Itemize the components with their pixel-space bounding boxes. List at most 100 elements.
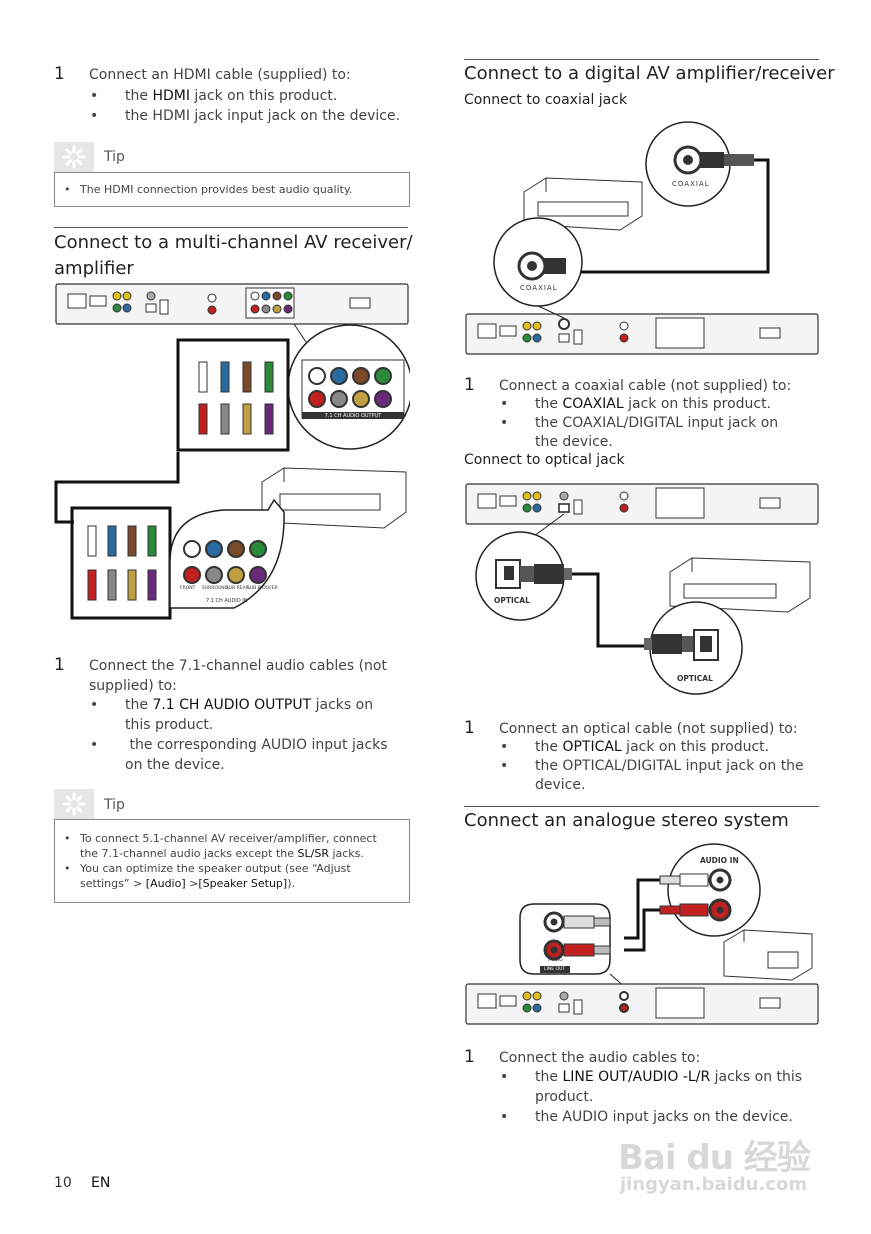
bullet-text: the COAXIAL/DIGITAL input jack on bbox=[535, 415, 779, 431]
coaxial-connection-diagram: COAXIAL COAXIAL bbox=[464, 112, 820, 362]
audio-in-label: AUDIO IN bbox=[700, 856, 739, 865]
bullet-dot: • bbox=[500, 396, 509, 412]
step-number: 1 bbox=[464, 375, 475, 395]
section-rule bbox=[464, 806, 819, 807]
section-rule bbox=[464, 59, 819, 60]
bold-term: LINE OUT/AUDIO -L/R bbox=[562, 1069, 711, 1085]
panel-label: 7.1 CH AUDIO OUTPUT bbox=[324, 413, 382, 419]
tip-bullet: • bbox=[64, 862, 71, 875]
text-run: jacks. bbox=[328, 847, 364, 860]
bullet-item: • the COAXIAL/DIGITAL input jack on bbox=[500, 413, 820, 433]
bullet-dot: • bbox=[500, 1069, 509, 1085]
jack-label: SUB WOOFER bbox=[247, 586, 278, 591]
optical-label: OPTICAL bbox=[677, 674, 713, 683]
section-heading: Connect an analogue stereo system bbox=[464, 810, 789, 831]
text-run: jacks on this bbox=[710, 1069, 803, 1085]
bullet-item: • the HDMI jack on this product. bbox=[90, 86, 410, 106]
receiver-label: 7.1 CH AUDIO IN bbox=[206, 598, 248, 604]
jack-label: SUB REAR bbox=[226, 586, 249, 591]
bullet-item: • the AUDIO input jacks on the device. bbox=[500, 1107, 820, 1127]
section-rule bbox=[54, 227, 408, 228]
bullet-item: • the LINE OUT/AUDIO -L/R jacks on this bbox=[500, 1067, 820, 1087]
step-text: Connect an optical cable (not supplied) … bbox=[499, 721, 798, 737]
section-heading-cont: amplifier bbox=[54, 258, 134, 279]
subheading: Connect to coaxial jack bbox=[464, 92, 628, 108]
optical-connection-diagram: OPTICAL OPTICAL bbox=[464, 480, 820, 702]
bullet-item: • the HDMI jack input jack on the device… bbox=[90, 106, 410, 126]
bullet-text: the HDMI jack on this product. bbox=[125, 86, 337, 106]
step-text: Connect the audio cables to: bbox=[499, 1050, 701, 1066]
step-number: 1 bbox=[54, 64, 65, 84]
tip-box bbox=[54, 172, 410, 207]
text-run: the 7.1-channel audio jacks except the bbox=[80, 847, 298, 860]
bullet-text: the AUDIO input jacks on the device. bbox=[535, 1109, 793, 1125]
bullet-dot: • bbox=[500, 739, 509, 755]
bullet-dot: • bbox=[90, 108, 99, 124]
text-run: the bbox=[125, 697, 153, 713]
step-text: Connect a coaxial cable (not supplied) t… bbox=[499, 378, 792, 394]
text-run: jacks on bbox=[311, 697, 374, 713]
bold-term: HDMI bbox=[152, 88, 190, 104]
bullet-text: the LINE OUT/AUDIO -L/R jacks on this bbox=[535, 1067, 802, 1087]
text-run: settings” > bbox=[80, 877, 146, 890]
text-run: jack on this product. bbox=[623, 396, 772, 412]
text-run: jack on this product. bbox=[621, 739, 770, 755]
bullet-text-cont: this product. bbox=[125, 717, 214, 733]
bullet-dot: • bbox=[90, 88, 99, 104]
bullet-item: • the COAXIAL jack on this product. bbox=[500, 394, 820, 414]
bullet-text-cont: product. bbox=[535, 1089, 594, 1105]
bullet-text: the 7.1 CH AUDIO OUTPUT jacks on bbox=[125, 695, 373, 715]
audio-label: AUDIO bbox=[548, 958, 563, 963]
bullet-text-cont: device. bbox=[535, 777, 586, 793]
text-run: ). bbox=[287, 877, 295, 890]
tip-box bbox=[54, 819, 410, 903]
bullet-text: the OPTICAL/DIGITAL input jack on the bbox=[535, 758, 804, 774]
step-number: 1 bbox=[464, 718, 475, 738]
tip-bullet: • bbox=[64, 183, 71, 196]
bullet-text: the HDMI jack input jack on the device. bbox=[125, 108, 401, 124]
jack-label: SURROUND bbox=[202, 586, 229, 591]
subheading: Connect to optical jack bbox=[464, 452, 625, 468]
bullet-dot: • bbox=[90, 697, 99, 713]
bullet-text-cont: the device. bbox=[535, 434, 613, 450]
bullet-text: the corresponding AUDIO input jacks bbox=[125, 737, 388, 753]
tip-icon-block bbox=[54, 789, 94, 819]
tip-star-icon bbox=[62, 792, 86, 816]
language-code: EN bbox=[91, 1175, 111, 1191]
tip-bullet: • bbox=[64, 832, 71, 845]
bullet-item: • the OPTICAL jack on this product. bbox=[500, 737, 820, 757]
step-text: Connect the 7.1-channel audio cables (no… bbox=[89, 658, 387, 674]
bullet-text-cont: on the device. bbox=[125, 757, 225, 773]
bold-term: OPTICAL bbox=[562, 739, 622, 755]
bullet-text: the OPTICAL jack on this product. bbox=[535, 737, 769, 757]
bullet-dot: • bbox=[90, 737, 99, 753]
bullet-dot: • bbox=[500, 758, 509, 774]
text-run: > bbox=[185, 877, 199, 890]
watermark-logo: Bai du 经验 bbox=[618, 1138, 811, 1178]
tip-icon-block bbox=[54, 142, 94, 172]
coaxial-label: COAXIAL bbox=[520, 284, 558, 292]
tip-text: To connect 5.1-channel AV receiver/ampli… bbox=[80, 832, 377, 845]
analogue-connection-diagram: AUDIO IN AUDIO LINE OUT bbox=[464, 838, 820, 1032]
bullet-item: • the corresponding AUDIO input jacks bbox=[90, 735, 410, 755]
bullet-text: the COAXIAL jack on this product. bbox=[535, 394, 771, 414]
bold-term: 7.1 CH AUDIO OUTPUT bbox=[152, 697, 312, 713]
tip-text-cont: settings” > [Audio] >[Speaker Setup]). bbox=[80, 876, 295, 891]
text-run: jack on this product. bbox=[189, 88, 338, 104]
tip-star-icon bbox=[62, 145, 86, 169]
tip-text: The HDMI connection provides best audio … bbox=[80, 183, 353, 196]
section-heading: Connect to a multi-channel AV receiver/ bbox=[54, 232, 413, 253]
optical-label: OPTICAL bbox=[494, 596, 530, 605]
bold-term: SL/SR bbox=[297, 847, 329, 860]
step-text-cont: supplied) to: bbox=[89, 678, 177, 694]
bold-term: [Audio] bbox=[145, 877, 186, 890]
text-run: the bbox=[535, 739, 563, 755]
multichannel-connection-diagram: 7.1 CH AUDIO OUTPUT FRONT SURROUND SUB R… bbox=[54, 282, 413, 622]
step-number: 1 bbox=[464, 1047, 475, 1067]
bold-term: [Speaker Setup] bbox=[198, 877, 288, 890]
section-heading: Connect to a digital AV amplifier/receiv… bbox=[464, 63, 835, 84]
text-run: the bbox=[125, 88, 153, 104]
text-run: the bbox=[535, 1069, 563, 1085]
step-text: Connect an HDMI cable (supplied) to: bbox=[89, 67, 351, 83]
line-out-label: LINE OUT bbox=[544, 967, 566, 972]
